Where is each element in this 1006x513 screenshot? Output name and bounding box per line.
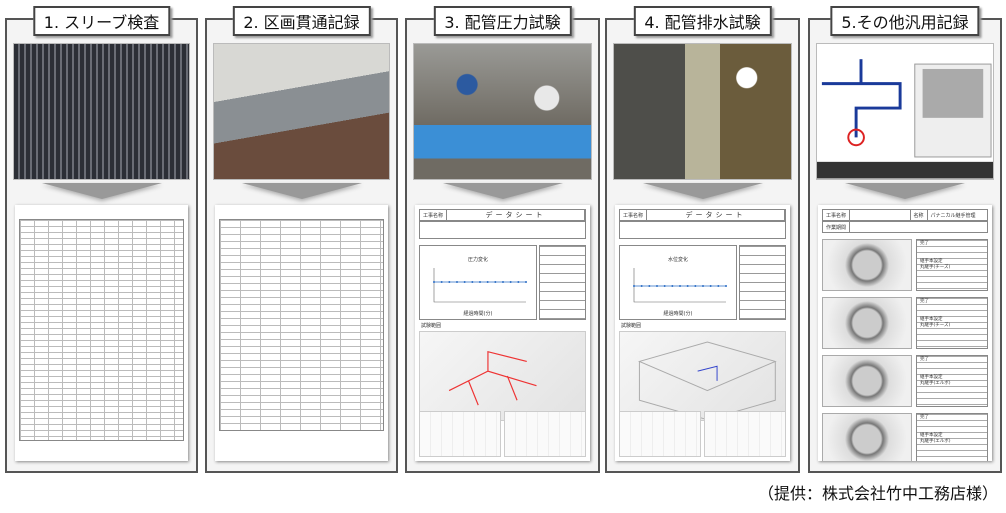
sheet-title: データシート	[447, 210, 585, 220]
panel-general-record: 5.その他汎用記録 工事名称名称パナニカル継手管理 作業期間 完了継手本設定丸継…	[808, 6, 1002, 473]
data-point	[656, 285, 658, 287]
panel-sleeve-inspection: 1. スリーブ検査	[5, 6, 198, 473]
record-row: 完了継手本設定丸継手(チーズ)	[822, 297, 988, 349]
credit-text: （提供：株式会社竹中工務店様）	[757, 484, 998, 503]
period-label: 作業期間	[823, 222, 851, 232]
data-point	[525, 281, 527, 283]
record-row: 完了継手本設定丸継手(エルボ)	[822, 355, 988, 407]
data-point	[448, 281, 451, 283]
panel-title: 2. 区画貫通記録	[232, 6, 371, 36]
row-part: 丸継手(エルボ)	[920, 381, 951, 386]
row-item: 継手本設定	[920, 375, 943, 380]
down-arrow-icon	[642, 183, 763, 199]
row-status: 完了	[920, 357, 929, 362]
data-point	[502, 281, 504, 283]
data-point	[494, 281, 497, 283]
name-label: 名称	[911, 210, 928, 220]
range-label: 試験範囲	[421, 323, 442, 329]
x-axis-label: 経過時間(分)	[663, 311, 693, 317]
panel-penetration-record: 2. 区画貫通記録	[205, 6, 398, 473]
panel-title: 1. スリーブ検査	[32, 6, 171, 36]
down-arrow-icon	[241, 183, 362, 199]
water-level-chart: 水位変化経過時間(分)	[619, 245, 737, 320]
sheet-title: データシート	[647, 210, 785, 220]
site-photo	[413, 43, 592, 180]
data-point	[679, 285, 681, 287]
pressure-chart: 圧力変化経過時間(分)	[419, 245, 537, 320]
record-row: 完了継手本設定丸継手(チーズ)	[822, 239, 988, 291]
app-screenshot	[816, 43, 994, 180]
row-part: 丸継手(エルボ)	[920, 439, 951, 444]
range-label: 試験範囲	[621, 323, 642, 329]
site-photo	[613, 43, 792, 180]
data-point	[671, 285, 674, 287]
panel-title: 4. 配管排水試験	[633, 6, 772, 36]
site-photo	[213, 43, 390, 180]
penetration-sheet	[215, 205, 388, 461]
data-point	[725, 285, 727, 287]
data-point	[709, 285, 712, 287]
data-point	[717, 285, 720, 287]
project-label: 工事名称	[823, 210, 851, 220]
piping-3d-model	[419, 331, 586, 421]
data-point	[509, 281, 512, 283]
project-label: 工事名称	[620, 210, 648, 220]
chart-title: 水位変化	[667, 257, 688, 263]
axis	[633, 268, 726, 303]
data-point	[648, 285, 651, 287]
building-3d-model	[619, 331, 786, 421]
row-item: 継手本設定	[920, 317, 943, 322]
fitting-record-sheet: 工事名称名称パナニカル継手管理 作業期間 完了継手本設定丸継手(チーズ) 完了継…	[818, 205, 992, 461]
x-axis-label: 経過時間(分)	[463, 311, 493, 317]
data-point	[471, 281, 474, 283]
data-point	[486, 281, 489, 283]
data-point	[663, 285, 666, 287]
data-point	[686, 285, 689, 287]
down-arrow-icon	[442, 183, 563, 199]
down-arrow-icon	[845, 183, 965, 199]
project-label: 工事名称	[420, 210, 448, 220]
data-point	[440, 281, 443, 283]
row-item: 継手本設定	[920, 433, 943, 438]
row-status: 完了	[920, 299, 929, 304]
data-point	[433, 281, 435, 283]
panel-drain-test: 4. 配管排水試験 工事名称データシート 水位変化経過時間(分) 試験範囲	[605, 6, 800, 473]
name-value: パナニカル継手管理	[930, 212, 976, 219]
row-part: 丸継手(チーズ)	[920, 323, 951, 328]
row-status: 完了	[920, 241, 929, 246]
data-point	[702, 285, 704, 287]
row-item: 継手本設定	[920, 259, 943, 264]
chart-title: 圧力変化	[467, 257, 488, 263]
data-point	[640, 285, 643, 287]
record-row: 完了継手本設定丸継手(エルボ)	[822, 413, 988, 461]
panel-pressure-test: 3. 配管圧力試験 工事名称データシート 圧力変化経過時間(分) 試験範囲	[405, 6, 600, 473]
row-part: 丸継手(チーズ)	[920, 265, 951, 270]
site-photo	[13, 43, 190, 180]
data-point	[517, 281, 520, 283]
pressure-data-sheet: 工事名称データシート 圧力変化経過時間(分) 試験範囲	[415, 205, 590, 461]
inspection-sheet	[15, 205, 188, 461]
down-arrow-icon	[41, 183, 162, 199]
data-point	[479, 281, 481, 283]
row-status: 完了	[920, 415, 929, 420]
data-point	[463, 281, 466, 283]
panel-title: 5.その他汎用記録	[830, 6, 980, 36]
axis	[433, 268, 526, 303]
data-point	[456, 281, 458, 283]
drain-data-sheet: 工事名称データシート 水位変化経過時間(分) 試験範囲	[615, 205, 790, 461]
panel-title: 3. 配管圧力試験	[433, 6, 572, 36]
data-point	[694, 285, 697, 287]
data-point	[633, 285, 635, 287]
